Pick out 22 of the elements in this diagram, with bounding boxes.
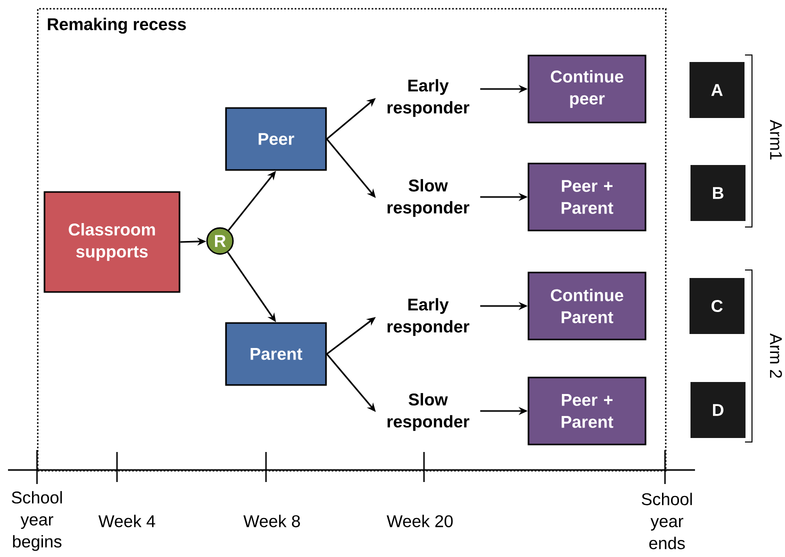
arm-box: D [690, 382, 746, 438]
process-box: Continue peer [528, 54, 646, 124]
time-label: Week 20 [386, 514, 453, 528]
arm-box: B [690, 165, 746, 221]
arm-box: C [690, 278, 744, 334]
time-label: Week 8 [243, 514, 300, 528]
process-box: Classroom supports [44, 191, 180, 293]
arm-box: A [690, 62, 744, 118]
time-label: School year begins [12, 491, 62, 551]
process-box: Peer + Parent [528, 162, 646, 232]
process-box: Peer [225, 107, 327, 171]
arm-label: Arm 2 [770, 333, 782, 378]
process-box: Continue Parent [528, 272, 646, 340]
time-label: School year ends [642, 492, 692, 550]
responder-label: Slow responder [388, 393, 470, 431]
process-box: Peer + Parent [528, 376, 646, 446]
responder-label: Early responder [388, 298, 470, 336]
time-label: Week 4 [98, 514, 156, 528]
arm-label: Arm1 [770, 120, 782, 160]
responder-label: Slow responder [388, 179, 470, 217]
responder-label: Early responder [388, 79, 470, 117]
process-box: Parent [225, 322, 327, 386]
